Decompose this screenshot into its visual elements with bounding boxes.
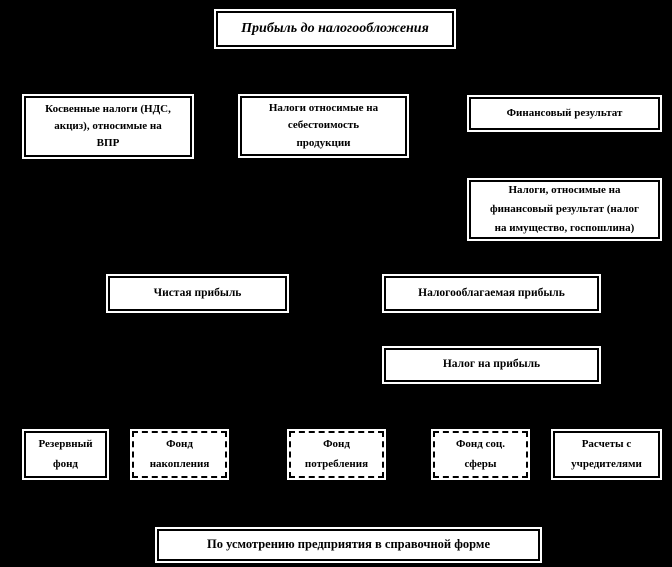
node-founders-settlements-label: Расчеты с учредителями [571, 437, 642, 470]
node-taxable-profit-label: Налогооблагаемая прибыль [418, 286, 565, 299]
node-reserve-fund: Резервный фонд [24, 431, 107, 478]
node-financial-result: Финансовый результат [469, 97, 660, 130]
node-pretax-profit: Прибыль до налогообложения [216, 11, 454, 47]
node-finresult-taxes-label: Налоги, относимые на финансовый результа… [489, 184, 639, 234]
node-accumulation-fund-label: Фонд накопления [149, 437, 210, 470]
node-profit-tax-label: Налог на прибыль [442, 358, 541, 371]
node-consumption-fund: Фонд потребления [289, 431, 384, 478]
node-net-profit-label: Чистая прибыль [153, 286, 242, 299]
node-net-profit: Чистая прибыль [108, 276, 287, 311]
node-reserve-fund-label: Резервный фонд [38, 437, 93, 470]
node-indirect-taxes: Косвенные налоги (НДС, акциз), относимые… [24, 96, 192, 157]
node-social-sphere-fund: Фонд соц. сферы [433, 431, 528, 478]
node-finresult-taxes: Налоги, относимые на финансовый результа… [469, 180, 660, 239]
node-footer-note: По усмотрению предприятия в справочной ф… [157, 529, 540, 561]
node-cost-taxes-label: Налоги относимые на себестоимость продук… [268, 102, 379, 149]
node-taxable-profit: Налогооблагаемая прибыль [384, 276, 599, 311]
node-pretax-profit-label: Прибыль до налогообложения [241, 21, 429, 37]
node-cost-taxes: Налоги относимые на себестоимость продук… [240, 96, 407, 156]
node-founders-settlements: Расчеты с учредителями [553, 431, 660, 478]
node-consumption-fund-label: Фонд потребления [304, 437, 369, 470]
node-footer-note-label: По усмотрению предприятия в справочной ф… [206, 537, 490, 552]
node-profit-tax: Налог на прибыль [384, 348, 599, 382]
node-indirect-taxes-label: Косвенные налоги (НДС, акциз), относимые… [45, 102, 171, 150]
node-financial-result-label: Финансовый результат [506, 106, 623, 119]
node-accumulation-fund: Фонд накопления [132, 431, 227, 478]
node-social-sphere-fund-label: Фонд соц. сферы [455, 437, 506, 470]
